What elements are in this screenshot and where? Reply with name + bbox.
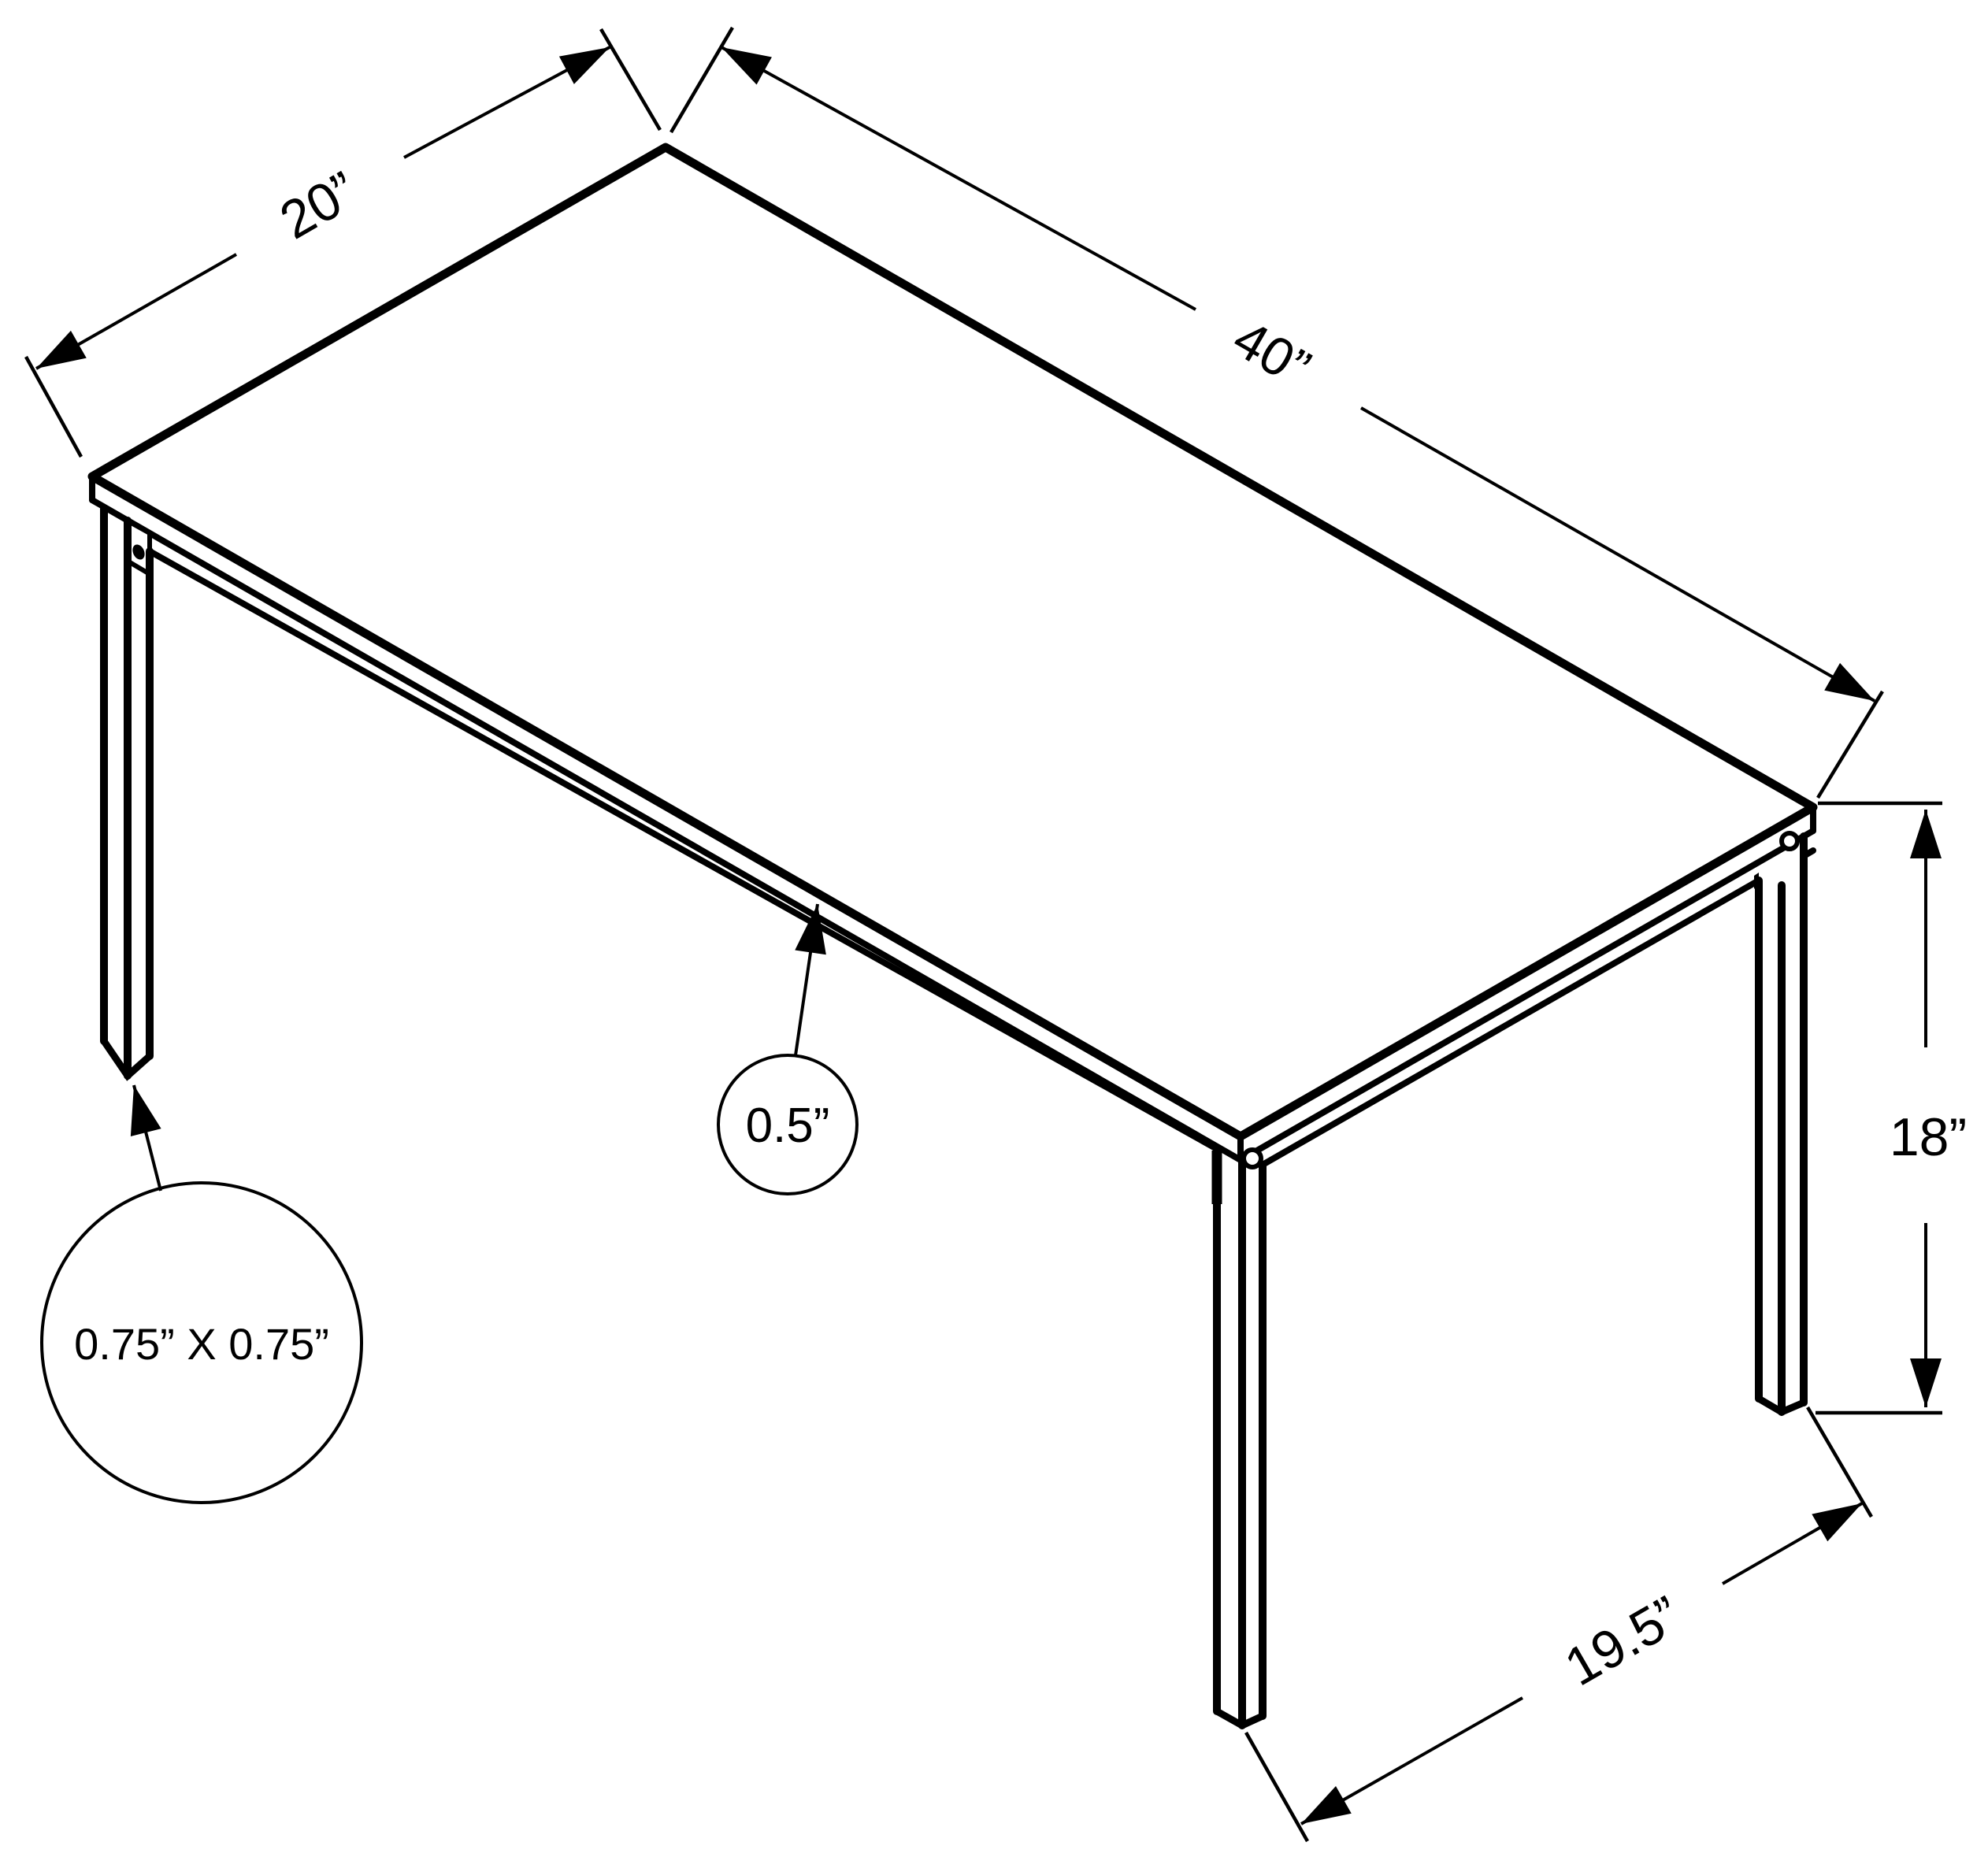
dimension-line (35, 253, 237, 370)
table (87, 143, 1818, 1730)
extension-line (1816, 690, 1884, 799)
dim-label-top-width: 40” (1223, 308, 1320, 398)
front-leg-foot-chamfer (1213, 1707, 1267, 1730)
dimension-line (1722, 1502, 1863, 1585)
callout-circle (717, 1054, 859, 1195)
front-apron-screw (1241, 1147, 1263, 1169)
right-apron-screw (1779, 831, 1800, 851)
extension-line (599, 28, 662, 132)
dimension-line (721, 46, 1196, 311)
dimension-line (1300, 1696, 1523, 1825)
dim-label-leg-cross-section: 0.75” X 0.75” (74, 1319, 329, 1369)
tabletop-top-face (87, 143, 1818, 1141)
dimension-top-width: 40” (669, 26, 1884, 799)
front-leg (1213, 1145, 1267, 1730)
extension-line (24, 355, 83, 458)
apron-front-left (147, 548, 1220, 1152)
dim-label-top-depth: 20” (270, 160, 367, 250)
dimension-top-depth: 20” (24, 28, 662, 458)
tabletop-thickness-front-right-edge (1237, 828, 1816, 1163)
apron-front-right (1259, 877, 1762, 1168)
dimension-overall-height: 18” (1816, 801, 1967, 1415)
dimension-line (1360, 406, 1875, 702)
dim-label-leg-length: 19.5” (1555, 1584, 1690, 1697)
dim-label-top-thickness: 0.5” (746, 1099, 830, 1153)
callout-circle (40, 1181, 363, 1504)
extension-line (1806, 1406, 1873, 1518)
left-leg-foot-chamfer (100, 1037, 154, 1081)
callout-leg-cross-section: 0.75” X 0.75” (40, 1084, 363, 1504)
right-leg (1755, 832, 1808, 1417)
dim-label-overall-height: 18” (1890, 1107, 1967, 1167)
extension-line (1244, 1731, 1309, 1843)
callout-top-thickness: 0.5” (717, 903, 859, 1195)
left-leg (100, 505, 154, 1081)
dimension-leg-length: 19.5” (1244, 1406, 1873, 1843)
leader-line (130, 1084, 162, 1192)
dimension-line (403, 46, 610, 159)
right-leg-foot-chamfer (1755, 1395, 1808, 1417)
tabletop-thickness-front-left-edge (89, 497, 1244, 1163)
extension-line (669, 26, 734, 134)
left-bracket-screw (132, 544, 145, 560)
leader-line (794, 903, 826, 1056)
